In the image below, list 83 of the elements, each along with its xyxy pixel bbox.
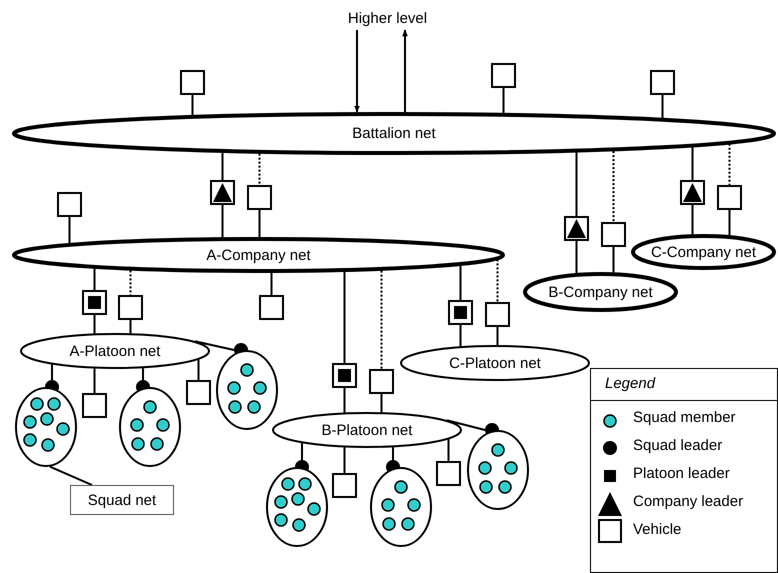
arrow (402, 29, 408, 112)
squad-ellipse (119, 387, 181, 467)
legend-text: Company leader (633, 493, 744, 510)
connector-line (130, 270, 132, 295)
connector-line (460, 325, 462, 346)
vehicle-box (485, 302, 510, 327)
company-leader-box (210, 180, 235, 205)
connector-line (344, 448, 346, 473)
vehicle-box (491, 63, 516, 88)
connector-line (692, 146, 694, 180)
platoon-leader-box (332, 363, 357, 388)
connector-line (192, 95, 194, 116)
connector-line (222, 205, 224, 238)
connector-line (68, 217, 70, 244)
connector-line (258, 154, 260, 185)
net-ellipse: A-Platoon net (20, 333, 210, 369)
vehicle-box (118, 295, 143, 320)
connector-line (392, 447, 394, 460)
connector-line (270, 272, 272, 295)
connector-line (612, 247, 614, 272)
connector-line (728, 144, 730, 185)
squad-ellipse (266, 467, 328, 547)
connector-line (576, 152, 578, 216)
connector-line (94, 268, 96, 290)
connector-line (692, 205, 694, 234)
leader-line (50, 466, 92, 486)
legend-text: Squad leader (633, 437, 722, 454)
platoon-leader-box (448, 300, 473, 325)
vehicle-box (82, 393, 107, 418)
squad-ellipse (370, 467, 432, 547)
connector-line (460, 265, 462, 300)
connector-line (496, 259, 498, 302)
net-ellipse: A-Company net (12, 237, 505, 273)
connector-line (301, 443, 303, 460)
vehicle-box (436, 461, 461, 486)
vehicle-box (180, 70, 205, 95)
vehicle-box (259, 295, 284, 320)
connector-line (258, 210, 260, 237)
net-ellipse: Battalion net (12, 112, 776, 155)
vehicle-box (186, 380, 211, 405)
platoon-leader-box (82, 290, 107, 315)
connector-line (612, 151, 614, 222)
connector-line (344, 388, 346, 412)
connector-line (380, 270, 382, 369)
vehicle-box (601, 222, 626, 247)
connector-line (728, 210, 730, 236)
legend-text: Vehicle (633, 521, 682, 538)
connector-line (662, 95, 664, 118)
vehicle-box (650, 70, 675, 95)
callout-box: Squad net (70, 485, 174, 515)
vehicle-box (57, 192, 82, 217)
squad-ellipse (216, 350, 278, 430)
connector-line (142, 368, 144, 380)
company-leader-box (680, 180, 705, 205)
connector-line (222, 152, 224, 180)
net-ellipse: B-Platoon net (272, 412, 462, 448)
vehicle-box (332, 473, 357, 498)
vehicle-box (369, 369, 394, 394)
connector-line (496, 327, 498, 345)
connector-line (446, 419, 486, 431)
connector-line (198, 360, 200, 380)
legend-title: Legend (605, 375, 656, 392)
vehicle-box (247, 185, 272, 210)
squad-ellipse (15, 387, 77, 467)
arrow (354, 30, 360, 113)
squad-ellipse (467, 430, 529, 510)
connector-line (380, 394, 382, 412)
legend-text: Platoon leader (633, 465, 730, 482)
connector-line (94, 315, 96, 334)
connector-line (51, 364, 53, 380)
net-ellipse: C-Company net (631, 234, 776, 270)
connector-line (576, 241, 578, 273)
connector-line (94, 368, 96, 393)
company-leader-box (564, 216, 589, 241)
text-label: Higher level (330, 6, 445, 30)
connector-line (130, 320, 132, 334)
net-ellipse: C-Platoon net (400, 345, 590, 381)
connector-line (502, 88, 504, 113)
connector-line (448, 439, 450, 461)
legend-text: Squad member (633, 409, 736, 426)
connector-line (344, 272, 346, 363)
vehicle-box (717, 185, 742, 210)
net-ellipse: B-Company net (523, 272, 678, 312)
